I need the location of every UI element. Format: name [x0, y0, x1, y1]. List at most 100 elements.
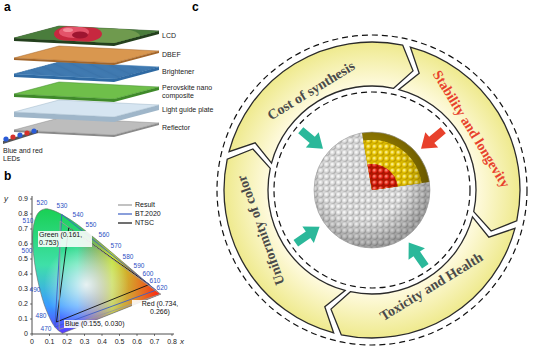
- axis-label: y: [4, 195, 8, 204]
- pointer-arrow: [415, 123, 450, 157]
- chart-axes: [30, 319, 32, 320]
- brightener-layer: [14, 62, 159, 79]
- wavelength-label: 530: [57, 202, 68, 209]
- led-strip: [3, 128, 38, 144]
- tick-label: 0.1: [45, 338, 55, 346]
- chart-axes: [30, 214, 32, 215]
- perovskite-layer: [14, 82, 159, 102]
- legend-text: Result: [135, 201, 155, 208]
- wavelength-label: 520: [37, 199, 48, 206]
- legend-line: [118, 211, 132, 217]
- light-guide-plate: [14, 100, 159, 122]
- led-dot: [10, 134, 15, 139]
- layer-label: DBEF: [162, 51, 181, 59]
- legend-text: BT.2020: [135, 210, 161, 217]
- lcd-image: [10, 22, 165, 52]
- nanocrystal-sphere: [314, 132, 430, 248]
- perovskite-layer: [14, 82, 159, 99]
- chart-axes: [154, 334, 155, 336]
- pointer-arrow: [294, 123, 329, 157]
- chart-axes: [67, 334, 68, 336]
- chart-axes: [30, 334, 32, 335]
- segment-title: Toxicity and Health: [377, 250, 485, 325]
- display-stack: [3, 22, 165, 144]
- reflector-layer: [14, 118, 159, 137]
- tick-label: 0.2: [62, 338, 72, 346]
- layer-label: Light guide plate: [162, 106, 213, 114]
- nanocrystal-sphere: [314, 132, 430, 248]
- legend-line: [118, 220, 132, 226]
- pointer-arrow: [290, 219, 325, 252]
- led-dot: [31, 128, 36, 133]
- panel-letter: c: [192, 1, 199, 14]
- tick-label: 0.6: [132, 338, 142, 346]
- wavelength-label: 540: [73, 211, 84, 218]
- panel-letter: a: [4, 1, 11, 14]
- chart-axes: [137, 334, 138, 336]
- chart-axes: [172, 334, 173, 336]
- lcd-image: [72, 32, 88, 39]
- legend-line: [118, 204, 132, 205]
- wavelength-label: 480: [36, 312, 47, 319]
- chart-axes: [30, 259, 32, 260]
- chart-axes: [30, 304, 32, 305]
- segment-title: Uniformity of color: [234, 173, 288, 287]
- challenge-ring: [217, 35, 527, 345]
- axis-label: x: [180, 338, 184, 347]
- legend-line: [118, 202, 132, 208]
- segment-title: Stability and longevity: [429, 68, 512, 191]
- nanocrystal-sphere: [314, 132, 430, 248]
- tick-label: 0.8: [18, 210, 28, 218]
- point-label: Green (0.161, 0.753): [38, 231, 92, 247]
- lcd-image: [54, 25, 102, 43]
- dbef-layer: [14, 46, 159, 65]
- lcd-image: [10, 22, 165, 52]
- wavelength-label: 610: [150, 277, 161, 284]
- wavelength-label: 590: [134, 262, 145, 269]
- tick-label: 0.3: [18, 285, 28, 293]
- chart-axes: [119, 334, 120, 336]
- tick-label: 0.8: [167, 338, 177, 346]
- tick-label: 0.3: [80, 338, 90, 346]
- chart-axes: [30, 199, 32, 200]
- wavelength-label: 470: [41, 325, 52, 332]
- tick-label: 0.7: [18, 225, 28, 233]
- legend-row: Result: [118, 200, 161, 209]
- ring-segment: Toxicity and Health: [373, 247, 490, 329]
- wavelength-label: 490: [30, 286, 41, 293]
- legend-line: [118, 222, 132, 223]
- ring-band: [224, 42, 520, 338]
- ring-segment: Stability and longevity: [425, 64, 516, 196]
- chart-axes: [30, 244, 32, 245]
- chart-axes: [30, 274, 32, 275]
- layer-label: Blue and red LEDs: [3, 147, 45, 163]
- wavelength-label: 570: [111, 242, 122, 249]
- point-label: Red (0.734, 0.266): [132, 300, 188, 316]
- chart-axes: [32, 196, 33, 334]
- light-guide-plate: [14, 100, 159, 117]
- tick-label: 0.7: [150, 338, 160, 346]
- legend-row: NTSC: [118, 218, 161, 227]
- legend-row: BT.2020: [118, 209, 161, 218]
- tick-label: 0.1: [18, 315, 28, 323]
- pointer-arrow: [290, 123, 450, 272]
- tick-label: 0.2: [18, 300, 28, 308]
- brightener-layer: [14, 62, 159, 82]
- chart-axes: [30, 229, 32, 230]
- point-label: Blue (0.155, 0.030): [64, 320, 126, 328]
- wavelength-label: 550: [86, 221, 97, 228]
- layer-label: LCD: [162, 32, 176, 40]
- dashed-ring: [217, 35, 527, 345]
- wavelength-label: 600: [143, 270, 154, 277]
- legend-line: [118, 213, 132, 214]
- layer-label: Brightener: [162, 68, 194, 76]
- dbef-layer: [14, 46, 159, 63]
- tick-label: 0: [30, 338, 34, 346]
- tick-label: 0.5: [18, 255, 28, 263]
- led-dot: [17, 132, 22, 137]
- panel-letter: b: [4, 170, 11, 183]
- lcd-image: [59, 26, 89, 38]
- wavelength-label: 620: [157, 284, 168, 291]
- ring-segment: Uniformity of color: [232, 168, 293, 291]
